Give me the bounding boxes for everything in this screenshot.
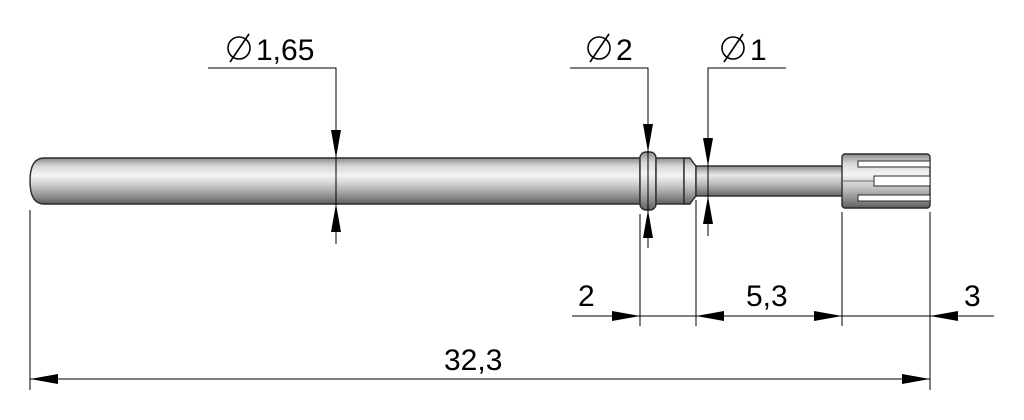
dim-collar-diameter: 2: [570, 33, 653, 248]
dim-tip-length: 5,3: [696, 280, 842, 321]
diameter-symbol-icon: [587, 33, 611, 63]
dim-tip-diameter-value: 1: [750, 34, 767, 67]
probe-neck: [655, 157, 685, 205]
dim-tip-diameter: 1: [703, 33, 786, 236]
dim-crown-length: 3: [842, 280, 994, 321]
dim-tip-length-value: 5,3: [746, 280, 788, 313]
probe-crown: [841, 153, 931, 209]
dim-body-diameter: 1,65: [208, 33, 341, 244]
dim-collar-length-value: 2: [578, 280, 595, 313]
dim-total-length: 32,3: [30, 344, 930, 384]
dim-crown-length-value: 3: [964, 280, 981, 313]
probe-body: [29, 157, 641, 205]
dim-body-diameter-value: 1,65: [256, 34, 314, 67]
dim-total-length-value: 32,3: [444, 344, 502, 377]
dim-collar-diameter-value: 2: [616, 34, 633, 67]
diameter-symbol-icon: [721, 33, 745, 63]
probe-pin: [29, 151, 931, 211]
probe-taper: [683, 157, 697, 205]
probe-tip-shaft: [695, 165, 845, 197]
extension-lines: [29, 200, 931, 390]
diameter-symbol-icon: [227, 33, 251, 63]
dim-collar-length: 2: [572, 280, 696, 321]
